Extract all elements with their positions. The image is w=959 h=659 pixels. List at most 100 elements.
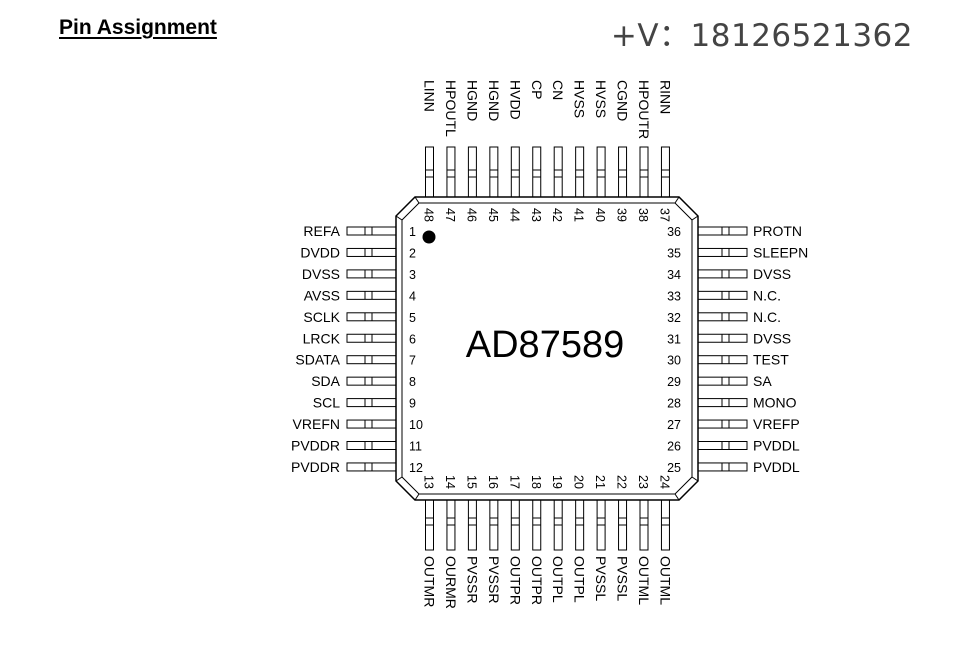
- pin-name-right: PVDDL: [753, 438, 800, 454]
- pin-name-bottom: OUTPL: [572, 556, 588, 603]
- pin-number-top: 40: [593, 208, 607, 222]
- pin-name-right: TEST: [753, 352, 789, 368]
- pin-number-bottom: 14: [443, 475, 457, 489]
- pin-name-bottom: OUTMR: [422, 556, 438, 607]
- pin-number-top: 46: [464, 208, 478, 222]
- pin-number-bottom: 16: [486, 475, 500, 489]
- pin-number-left: 8: [409, 375, 416, 389]
- pin-number-right: 29: [667, 375, 681, 389]
- pin-number-bottom: 17: [507, 475, 521, 489]
- contact-number: +V：18126521362: [610, 18, 913, 54]
- pin-number-bottom: 18: [529, 475, 543, 489]
- pin-number-left: 11: [409, 440, 422, 454]
- pin-name-top: RINN: [657, 80, 673, 114]
- pin-number-bottom: 15: [464, 475, 478, 489]
- chip-part-number: AD87589: [466, 324, 624, 366]
- pin1-marker-dot: [422, 230, 436, 244]
- pin-number-bottom: 19: [550, 475, 564, 489]
- pin-name-top: LINN: [422, 80, 438, 112]
- pin-number-bottom: 22: [615, 475, 629, 489]
- pin-name-right: DVSS: [753, 330, 791, 346]
- pin-name-left: PVDDR: [291, 438, 340, 454]
- pin-number-right: 34: [667, 268, 681, 282]
- pin-lead-top: [489, 146, 499, 198]
- pin-number-left: 5: [409, 311, 416, 325]
- pin-name-left: PVDDR: [291, 459, 340, 475]
- pin-name-right: SA: [753, 373, 772, 389]
- pin-name-bottom: PVSSR: [464, 556, 480, 603]
- pin-number-top: 41: [572, 208, 586, 222]
- pin-lead-top: [510, 146, 520, 198]
- pin-name-bottom: PVSSR: [486, 556, 502, 603]
- pin-number-left: 6: [409, 332, 416, 346]
- pin-name-bottom: OUTML: [636, 556, 652, 605]
- chip-corner-edge: [674, 493, 680, 501]
- pin-name-right: PVDDL: [753, 459, 800, 475]
- pin-name-top: HGND: [464, 80, 480, 121]
- pin-lead-top: [553, 146, 563, 198]
- pin-number-right: 25: [667, 461, 681, 475]
- pin-name-top: CN: [550, 80, 566, 100]
- pin-number-top: 47: [443, 208, 457, 222]
- pin-name-top: HPOUTL: [443, 80, 459, 137]
- pin-number-bottom: 21: [593, 475, 607, 489]
- pin-name-right: N.C.: [753, 287, 781, 303]
- chip-corner-edge: [691, 476, 699, 482]
- pin-number-top: 38: [636, 208, 650, 222]
- pin-number-right: 36: [667, 225, 681, 239]
- pin-number-left: 2: [409, 246, 416, 260]
- pin-number-right: 33: [667, 289, 681, 303]
- pin-number-bottom: 20: [572, 475, 586, 489]
- pin-name-top: HPOUTR: [636, 80, 652, 139]
- pin-name-left: AVSS: [304, 287, 340, 303]
- pin-name-right: DVSS: [753, 266, 791, 282]
- pin-number-right: 28: [667, 397, 681, 411]
- pin-number-bottom: 13: [422, 475, 436, 489]
- pin-lead-top: [425, 146, 434, 198]
- pin-number-bottom: 23: [636, 475, 650, 489]
- pin-name-bottom: PVSSL: [615, 556, 631, 601]
- pin-number-right: 31: [667, 332, 681, 346]
- pin-number-left: 4: [409, 289, 416, 303]
- pin-number-right: 32: [667, 311, 681, 325]
- pin-name-top: CP: [529, 80, 545, 99]
- pin-name-bottom: OURMR: [443, 556, 459, 609]
- page-title: Pin Assignment: [59, 16, 217, 39]
- pin-name-right: MONO: [753, 395, 797, 411]
- pin-number-right: 26: [667, 440, 681, 454]
- pin-number-top: 37: [657, 208, 671, 222]
- pin-number-bottom: 24: [657, 475, 671, 489]
- pin-name-left: DVSS: [302, 266, 340, 282]
- pin-lead-top: [618, 146, 628, 198]
- pin-number-right: 35: [667, 246, 681, 260]
- pin-number-right: 30: [667, 354, 681, 368]
- pin-number-top: 45: [486, 208, 500, 222]
- pin-name-right: VREFP: [753, 416, 800, 432]
- pin-name-left: LRCK: [303, 330, 341, 346]
- pin-name-top: HVSS: [593, 80, 609, 118]
- pin-name-top: HVDD: [507, 80, 523, 120]
- pin-lead-top: [575, 146, 585, 198]
- pin-name-bottom: OUTPR: [529, 556, 545, 605]
- pin-lead-top: [639, 146, 649, 198]
- pin-name-left: VREFN: [293, 416, 340, 432]
- pin-number-left: 1: [409, 225, 416, 239]
- pin-lead-top: [660, 146, 670, 198]
- pin-name-right: SLEEPN: [753, 244, 808, 260]
- pin-name-bottom: PVSSL: [593, 556, 609, 601]
- pin-number-left: 9: [409, 397, 416, 411]
- pin-name-left: DVDD: [300, 244, 340, 260]
- chip-corner-edge: [395, 476, 403, 482]
- pin-number-left: 10: [409, 418, 423, 432]
- pin-number-top: 42: [550, 208, 564, 222]
- pin-lead-top: [596, 146, 606, 198]
- chip-corner-edge: [395, 215, 403, 221]
- pin-name-bottom: OUTPR: [507, 556, 523, 605]
- pin-lead-top: [467, 146, 477, 198]
- pin-name-left: SCL: [313, 395, 340, 411]
- pin-lead-top: [446, 146, 456, 198]
- pin-name-top: HGND: [486, 80, 502, 121]
- pin-number-top: 43: [529, 208, 543, 222]
